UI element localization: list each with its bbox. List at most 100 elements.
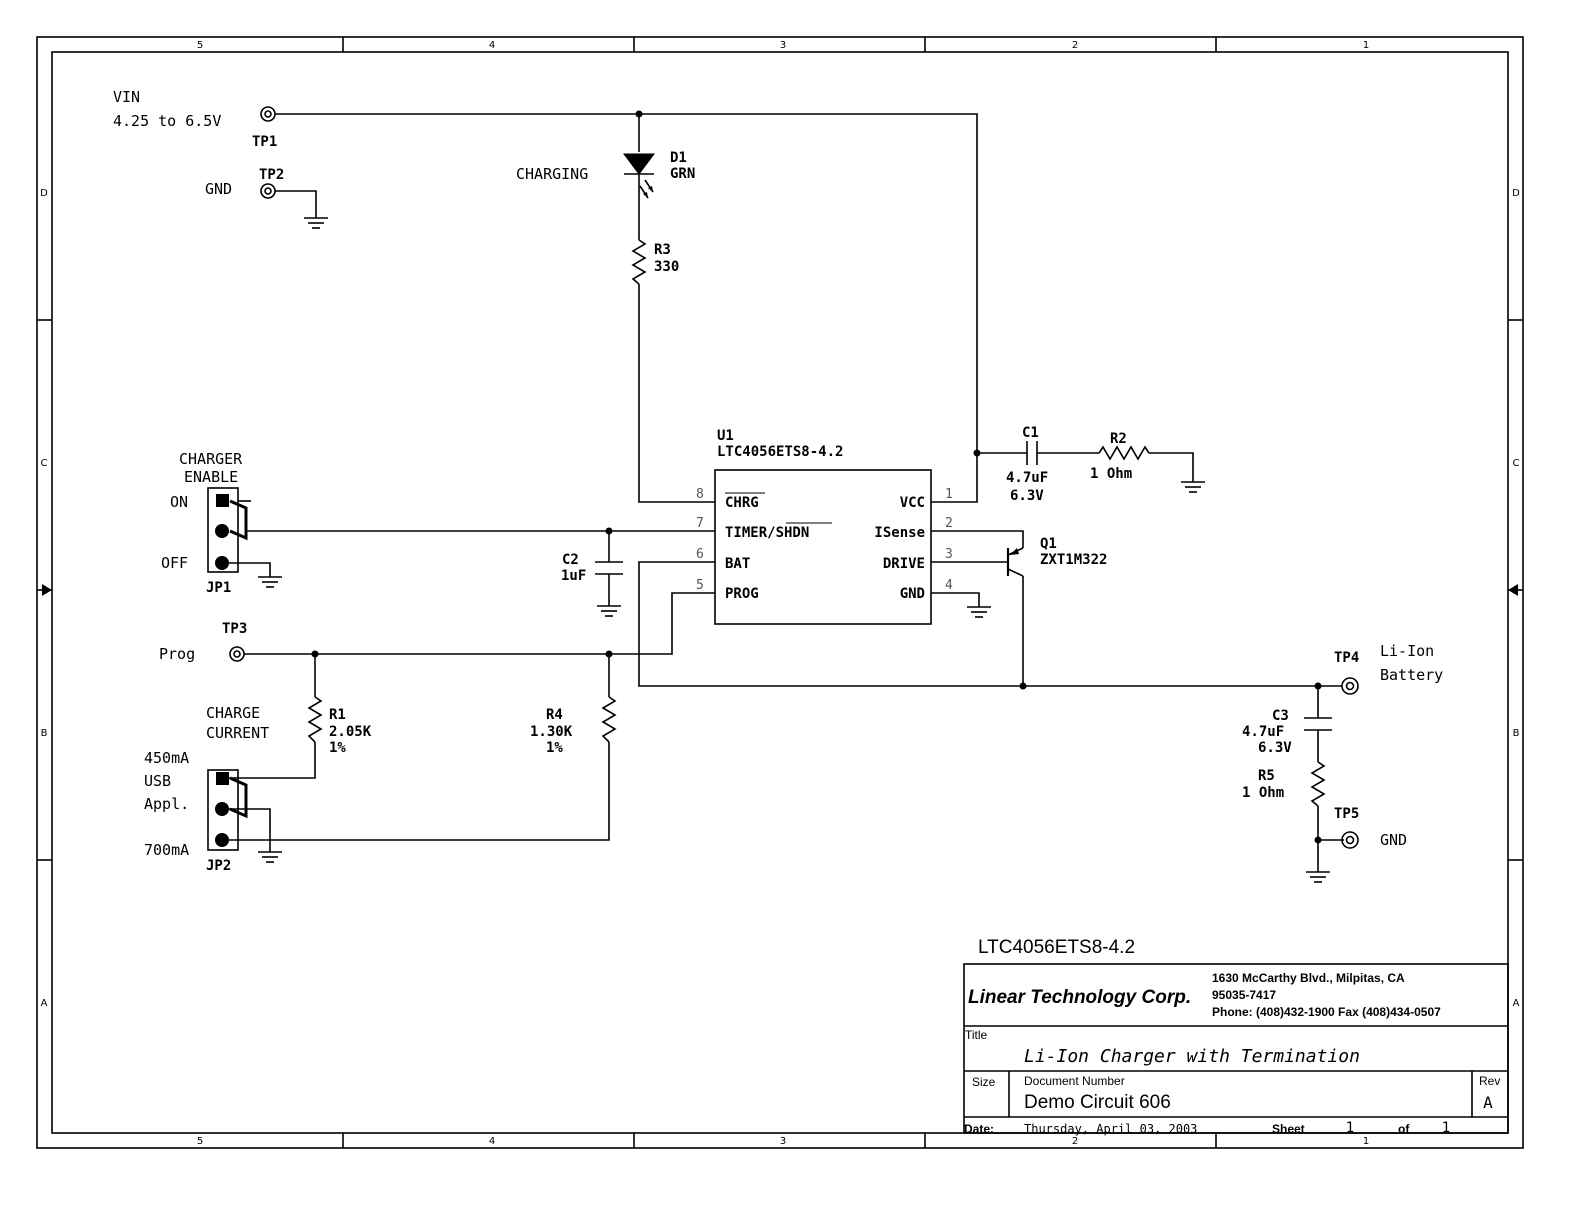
pin-number: 7 bbox=[696, 516, 704, 531]
ground-symbols bbox=[258, 217, 1330, 883]
r3-resistor: R3 330 bbox=[631, 239, 679, 285]
r1-value: 2.05K bbox=[329, 724, 372, 740]
title-label: Title bbox=[965, 1028, 988, 1042]
col-label-bottom: 5 bbox=[197, 1136, 203, 1147]
pin-bat: BAT bbox=[725, 556, 750, 572]
r2-resistor: R2 1 Ohm bbox=[1090, 431, 1150, 482]
r5-ref: R5 bbox=[1258, 768, 1275, 784]
row-label-right: A bbox=[1513, 998, 1520, 1009]
tp3-section: TP3 Prog bbox=[159, 621, 247, 663]
rev-label: Rev bbox=[1479, 1074, 1500, 1088]
u1-ref: U1 bbox=[717, 428, 734, 444]
jp1-off-label: OFF bbox=[161, 554, 188, 572]
tp2-test-point bbox=[260, 183, 276, 199]
jp2-jumper: CHARGE CURRENT 450mA USB Appl. 700mA JP2 bbox=[144, 704, 269, 874]
tp5-label: TP5 bbox=[1334, 806, 1359, 822]
d1-ref: D1 bbox=[670, 150, 687, 166]
r2-ref: R2 bbox=[1110, 431, 1127, 447]
row-label-left: A bbox=[41, 998, 48, 1009]
c2-capacitor: C2 1uF bbox=[561, 552, 623, 584]
date-label: Date: bbox=[964, 1122, 994, 1136]
ground-icon bbox=[1181, 481, 1205, 493]
row-label-right: B bbox=[1513, 728, 1520, 739]
d1-led: CHARGING D1 GRN bbox=[516, 150, 695, 199]
pin-number: 5 bbox=[696, 578, 704, 593]
pin-gnd: GND bbox=[900, 586, 925, 602]
tp3-test-point bbox=[229, 646, 245, 662]
u1-part: LTC4056ETS8-4.2 bbox=[717, 444, 843, 460]
sheet-value: 1 bbox=[1346, 1120, 1354, 1136]
jp2-appl-label: Appl. bbox=[144, 795, 189, 813]
title-block-heading: LTC4056ETS8-4.2 bbox=[978, 937, 1135, 958]
row-label-left: C bbox=[41, 458, 48, 469]
ground-icon bbox=[597, 605, 621, 617]
r4-resistor: R4 1.30K 1% bbox=[530, 696, 617, 756]
r4-tolerance: 1% bbox=[546, 740, 563, 756]
jp2-ref: JP2 bbox=[206, 858, 231, 874]
jp2-700-label: 700mA bbox=[144, 841, 189, 859]
jp1-jumper: CHARGER ENABLE ON OFF JP1 bbox=[161, 450, 251, 596]
company-address: 95035-7417 bbox=[1212, 988, 1276, 1002]
c1-value: 4.7uF bbox=[1006, 470, 1048, 486]
charger-enable-label: ENABLE bbox=[184, 468, 238, 486]
pin-timer-shdn: TIMER/SHDN bbox=[725, 525, 809, 541]
r5-resistor: R5 1 Ohm bbox=[1242, 761, 1326, 807]
charge-current-label: CURRENT bbox=[206, 724, 269, 742]
company-name: Linear Technology Corp. bbox=[968, 987, 1191, 1008]
c1-ref: C1 bbox=[1022, 425, 1039, 441]
vin-label: VIN bbox=[113, 88, 140, 106]
of-label: of bbox=[1398, 1122, 1410, 1136]
r5-value: 1 Ohm bbox=[1242, 785, 1284, 801]
q1-transistor: Q1 ZXT1M322 bbox=[1006, 536, 1107, 577]
col-label-top: 2 bbox=[1072, 40, 1078, 51]
jp1-ref: JP1 bbox=[206, 580, 231, 596]
tp1-label: TP1 bbox=[252, 134, 277, 150]
charger-enable-label: CHARGER bbox=[179, 450, 243, 468]
pin-isense: ISense bbox=[874, 525, 925, 541]
c1-capacitor: C1 4.7uF 6.3V bbox=[1006, 425, 1048, 504]
charging-label: CHARGING bbox=[516, 165, 588, 183]
c3-voltage: 6.3V bbox=[1258, 740, 1292, 756]
row-label-left: D bbox=[40, 188, 48, 199]
c2-ref: C2 bbox=[562, 552, 579, 568]
jp2-usb-label: USB bbox=[144, 772, 171, 790]
jp1-on-label: ON bbox=[170, 493, 188, 511]
battery-label: Battery bbox=[1380, 666, 1443, 684]
tp5-test-point bbox=[1341, 831, 1359, 849]
gnd-bottom-label: GND bbox=[1380, 831, 1407, 849]
jp2-450-label: 450mA bbox=[144, 749, 189, 767]
drawing-frame bbox=[36, 36, 1524, 1149]
pin-drive: DRIVE bbox=[883, 556, 925, 572]
c2-value: 1uF bbox=[561, 568, 586, 584]
col-label-bottom: 4 bbox=[489, 1136, 495, 1147]
vin-section: VIN 4.25 to 6.5V TP1 GND TP2 bbox=[113, 88, 284, 199]
pin-number: 2 bbox=[945, 516, 953, 531]
pin-vcc: VCC bbox=[900, 495, 925, 511]
document-number: Demo Circuit 606 bbox=[1024, 1092, 1171, 1113]
company-address: 1630 McCarthy Blvd., Milpitas, CA bbox=[1212, 971, 1405, 985]
col-label-top: 3 bbox=[780, 40, 786, 51]
tp4-label: TP4 bbox=[1334, 650, 1359, 666]
q1-ref: Q1 bbox=[1040, 536, 1057, 552]
r1-resistor: R1 2.05K 1% bbox=[307, 696, 372, 756]
drawing-title: Li-Ion Charger with Termination bbox=[1024, 1046, 1360, 1067]
r1-tolerance: 1% bbox=[329, 740, 346, 756]
c3-ref: C3 bbox=[1272, 708, 1289, 724]
tp1-test-point bbox=[260, 106, 276, 122]
junction-dots bbox=[311, 110, 1322, 844]
u1-ic: U1 LTC4056ETS8-4.2 8 7 6 5 CHRG TIMER/SH… bbox=[696, 428, 953, 625]
row-label-right: D bbox=[1512, 188, 1520, 199]
ground-icon bbox=[304, 217, 328, 229]
tp4-test-point bbox=[1341, 677, 1359, 695]
r3-value: 330 bbox=[654, 259, 679, 275]
battery-section: TP4 Li-Ion Battery TP5 GND bbox=[1323, 642, 1443, 849]
pin-number: 1 bbox=[945, 487, 953, 502]
r2-value: 1 Ohm bbox=[1090, 466, 1132, 482]
ground-icon bbox=[1306, 871, 1330, 883]
row-label-left: B bbox=[41, 728, 48, 739]
row-label-right: C bbox=[1513, 458, 1520, 469]
charge-current-label: CHARGE bbox=[206, 704, 260, 722]
r3-ref: R3 bbox=[654, 242, 671, 258]
col-label-top: 4 bbox=[489, 40, 495, 51]
